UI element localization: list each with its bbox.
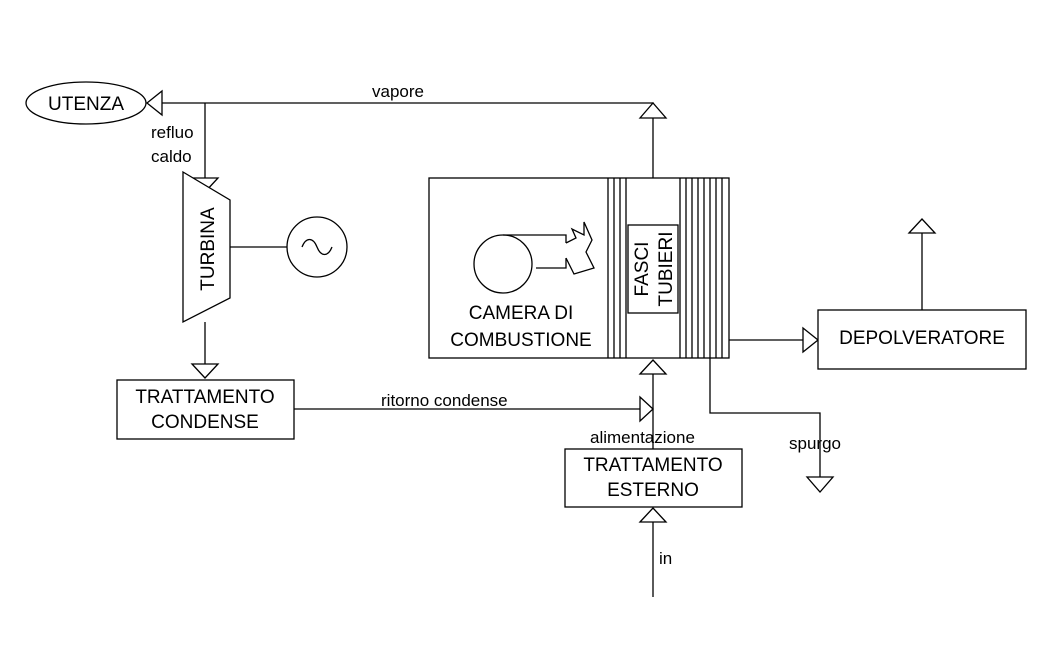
trattamento-esterno-line1: TRATTAMENTO	[583, 455, 722, 476]
camera-line2: COMBUSTIONE	[450, 330, 591, 351]
ritorno-condense-arrow	[639, 395, 654, 423]
steam-arrow-up	[638, 102, 668, 119]
spurgo-arrow-down	[805, 476, 835, 493]
condense-inlet-arrow	[190, 363, 220, 379]
label-in: in	[659, 549, 672, 568]
utenza-node	[25, 81, 147, 125]
burner-icon	[473, 221, 595, 294]
label-refluo: refluo	[151, 123, 194, 142]
trattamento-esterno-node	[564, 448, 743, 508]
utenza-arrow	[145, 89, 163, 117]
alimentazione-arrow-up	[638, 359, 668, 375]
fasci-tubieri-line1: FASCI	[632, 242, 653, 297]
fasci-tubieri-label-box	[627, 224, 679, 314]
trattamento-condense-line1: TRATTAMENTO	[135, 387, 274, 408]
label-spurgo: spurgo	[789, 434, 841, 453]
label-caldo: caldo	[151, 147, 192, 166]
depolveratore-inlet-arrow	[802, 326, 820, 354]
trattamento-condense-node	[116, 379, 295, 440]
trattamento-esterno-line2: ESTERNO	[607, 480, 699, 501]
utenza-label: UTENZA	[48, 94, 124, 115]
fasci-tubieri-line2: TUBIERI	[656, 232, 677, 307]
label-ritorno-condense: ritorno condense	[381, 391, 508, 410]
tube-bundle-lines	[613, 178, 723, 358]
depolveratore-label: DEPOLVERATORE	[839, 328, 1005, 349]
turbine-label: TURBINA	[198, 207, 219, 291]
steam-line	[160, 102, 654, 178]
stack-arrow-up	[907, 218, 937, 234]
turbine-node	[182, 170, 231, 324]
trattamento-condense-line2: CONDENSE	[151, 412, 259, 433]
in-arrow-up	[638, 507, 668, 523]
label-alimentazione: alimentazione	[590, 428, 695, 447]
camera-line1: CAMERA DI	[469, 303, 574, 324]
label-vapore: vapore	[372, 82, 424, 101]
